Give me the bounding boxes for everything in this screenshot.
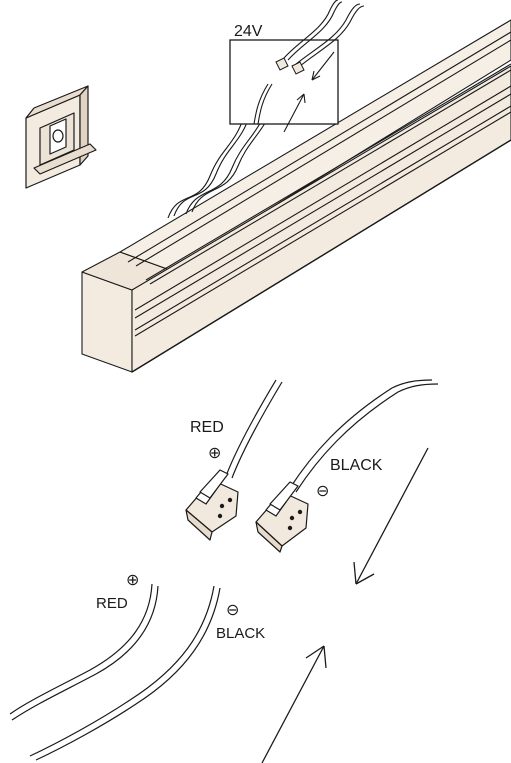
voltage-label: 24V xyxy=(234,23,263,40)
connector-wires-upper xyxy=(225,379,439,493)
red-connector-polarity: ⊕ xyxy=(208,445,221,462)
mounting-clip-illustration xyxy=(25,85,97,189)
connection-detail-box: 24V xyxy=(229,0,365,133)
red-connector-illustration xyxy=(185,469,239,541)
red-wire-polarity: ⊕ xyxy=(126,572,139,589)
black-connector-label: BLACK xyxy=(330,457,383,474)
black-connector-polarity: ⊖ xyxy=(316,483,329,500)
led-profile-illustration xyxy=(81,19,511,373)
black-wire-label: BLACK xyxy=(216,625,265,642)
red-connector-label: RED xyxy=(190,419,224,436)
black-connector-illustration xyxy=(255,481,309,553)
strip-wires-lower xyxy=(9,583,221,761)
direction-arrows xyxy=(261,447,429,763)
red-wire-label: RED xyxy=(96,595,128,612)
black-wire-polarity: ⊖ xyxy=(226,602,239,619)
